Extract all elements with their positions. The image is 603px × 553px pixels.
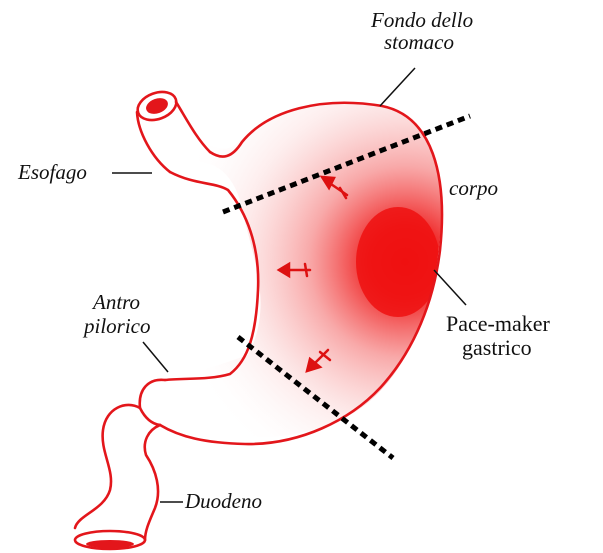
body-label: corpo [449,178,498,199]
pacemaker-gradient [140,90,460,460]
fundus-leader [380,68,415,106]
antrum-label-line2: pilorico [84,316,151,337]
duodenum-outline [75,380,165,528]
duodenum-label: Duodeno [185,491,262,512]
pacemaker-label-line2: gastrico [462,337,532,359]
esophagus-label: Esofago [18,162,87,183]
pacemaker-leader [434,270,466,305]
fundus-label-line1: Fondo dello [371,10,473,31]
antrum-label-line1: Antro [93,292,140,313]
antrum-leader [143,342,168,372]
fundus-label-line2: stomaco [384,32,454,53]
pacemaker-label-line1: Pace-maker [446,313,550,335]
